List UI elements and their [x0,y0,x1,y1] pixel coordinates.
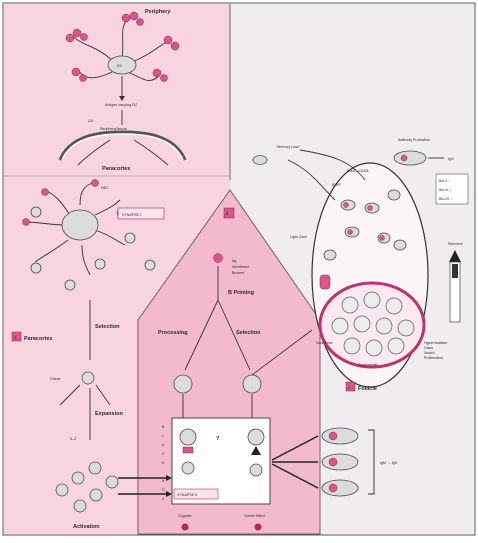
hdc-label: HDC [101,186,109,190]
legend-item-2: Bcl-xL ↑ [439,188,452,192]
b-priming-label: B Priming [228,290,254,296]
b-antigen [214,254,223,263]
selection-gauge-fill [452,264,458,278]
box-t-cell-left [182,462,194,474]
centroblasts-label: Centroblasts [358,363,378,367]
antigen-dc-label: Antigen carrying DC [105,103,138,107]
selection-label-right: Selection [448,242,463,246]
selection-label-left: Selection [95,324,120,330]
memory-cell [253,156,267,165]
legend-item-3: Bcl-xS ↓ [439,197,452,201]
peripheral-tissue-label: Peripheral tissue [100,127,127,131]
ag-label-1: Ag [232,259,236,263]
plasma-cell-top [394,151,426,165]
processing-label: Processing [158,330,188,336]
dark-zone-label: Dark Zone [316,341,333,345]
cognate-label: Cognate [178,514,192,518]
paracortex-side-label: Paracortex [24,336,53,342]
plasma-cells [322,428,358,496]
clonal-label: Clonal [50,377,60,381]
ag-label-3: Bindent [232,271,244,275]
b-cell-processing [174,375,192,393]
box-b-cell-left [180,429,196,445]
selection-label-center: Selection [236,330,261,336]
box-mhc-left [183,447,193,453]
ln-label: LN [88,119,93,123]
plasma-cell-top-nucleus [401,155,407,161]
baff-label: BAFF [332,183,342,187]
b-cell-selection [243,375,261,393]
il2-label: IL-2 [70,437,76,441]
carrier-effect-label: Carrier Effect [244,514,265,518]
carrier-effect-marker [255,524,262,531]
paracortex-top-label: Paracortex [102,166,131,172]
svg-text:L: L [162,434,164,438]
legend-item-1: Bcl-2 ↑ [439,179,450,183]
synapse-i-label: SYNAPSE I [122,213,141,217]
dc-label: DC [117,64,123,68]
memory-loss-label: "Memory Loss" [276,145,301,149]
igg-label: IgG [448,157,454,161]
periphery-label: Periphery [145,9,171,15]
ag-label-2: Membrane [232,265,249,269]
box-b-cell-right [248,429,264,445]
svg-text:C: C [162,452,165,456]
cognate-marker [182,524,189,531]
badge-c-text: C [348,386,351,390]
expansion-label: Expansion [95,411,123,417]
clonal-t-cell [82,372,94,384]
box-t-cell-right [250,464,262,476]
follicle-label: Follicle [358,386,377,392]
svg-text:O: O [162,488,165,492]
synapse-ii-label: SYNAPSE II [177,493,197,497]
igm-igg-label: IgM → IgG [380,461,398,465]
activation-label: Activation [73,524,100,530]
light-zone-label-1: Light Zone [290,235,307,239]
antibody-production-label: Antibody Production [398,138,430,142]
